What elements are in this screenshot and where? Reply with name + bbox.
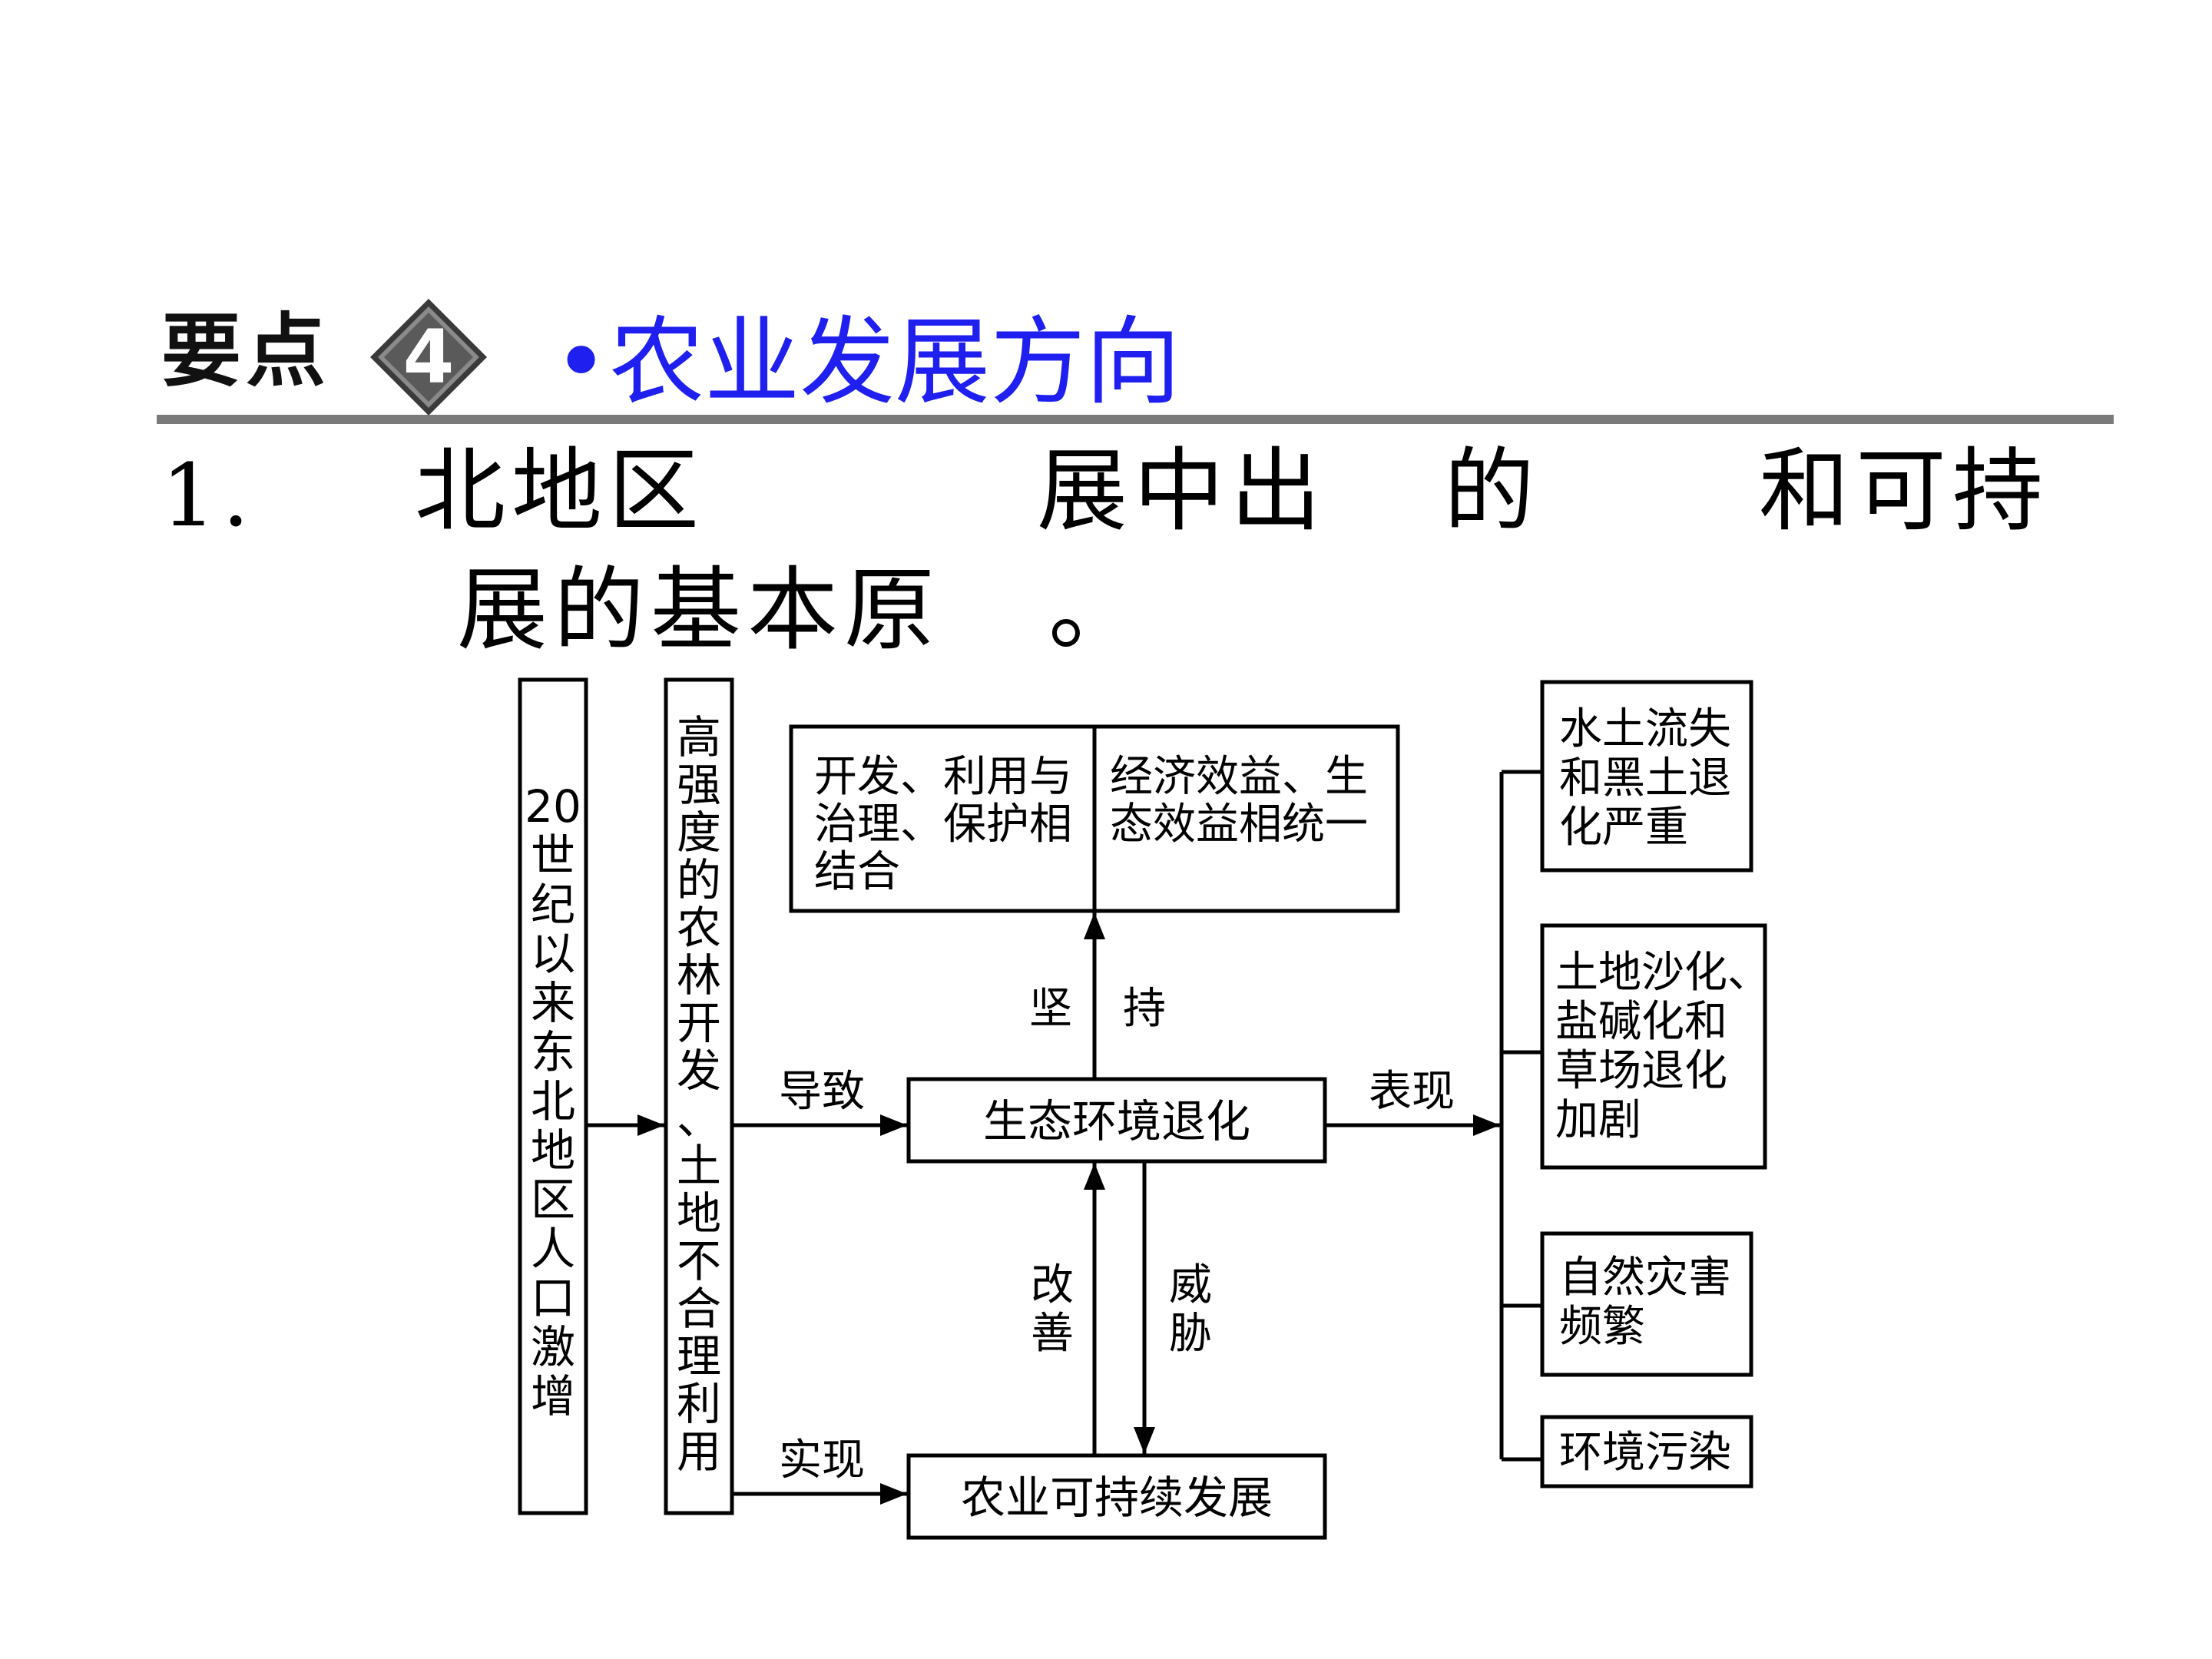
sentence-fragment-1: 北地区: [415, 438, 706, 544]
manifestation-text-4: 环境污染: [1559, 1428, 1731, 1478]
activity-box: [664, 677, 734, 1515]
degradation-label: 生态环境退化: [983, 1095, 1250, 1147]
lead-to-label: 导致: [779, 1067, 865, 1117]
activity-text: 高强度的农林开发、土地不合理利用: [677, 711, 721, 1478]
adhere-label-2: 持: [1123, 984, 1166, 1034]
badge-number: 4: [403, 314, 455, 400]
sentence-fragment-6: 。: [1048, 557, 1146, 663]
adhere-label-1: 坚: [1029, 984, 1072, 1034]
section-label: 要点: [161, 304, 331, 398]
manifestation-box-4: [1540, 1415, 1753, 1488]
manifest-label: 表现: [1369, 1067, 1455, 1117]
cause-box: [518, 677, 588, 1515]
manifestation-box-2: [1540, 923, 1767, 1170]
sentence-fragment-3: 的: [1444, 438, 1541, 544]
sustainable-box: [906, 1453, 1327, 1540]
manifestation-text-2: 土地沙化、盐碱化和草场退化加剧: [1555, 948, 1770, 1145]
sentence-fragment-4: 和可持: [1759, 438, 2050, 544]
manifestation-text-1: 水土流失和黑土退化严重: [1559, 704, 1731, 853]
threaten-label-2: 胁: [1169, 1309, 1212, 1359]
manifestation-box-3: [1540, 1231, 1753, 1377]
degradation-box: [906, 1077, 1327, 1164]
sustainable-label: 农业可持续发展: [961, 1472, 1273, 1524]
threaten-label-1: 威: [1169, 1260, 1212, 1310]
number-badge: 4: [370, 299, 487, 416]
principle-right-text: 经济效益、生态效益相统一: [1110, 752, 1368, 849]
manifestation-box-1: [1540, 680, 1753, 873]
manifestation-text-3: 自然灾害频繁: [1559, 1253, 1731, 1352]
title-underline: [157, 415, 2114, 424]
improve-label-1: 改: [1031, 1260, 1074, 1310]
improve-label-2: 善: [1031, 1309, 1074, 1359]
realize-label: 实现: [779, 1435, 865, 1485]
page-title: •农业发展方向: [553, 307, 1181, 418]
item-number: 1.: [161, 446, 256, 546]
sentence-fragment-5: 展的基本原: [457, 557, 942, 663]
sentence-fragment-2: 展中出: [1037, 438, 1328, 544]
principle-left-text: 开发、利用与治理、保护相结合: [814, 752, 1072, 897]
